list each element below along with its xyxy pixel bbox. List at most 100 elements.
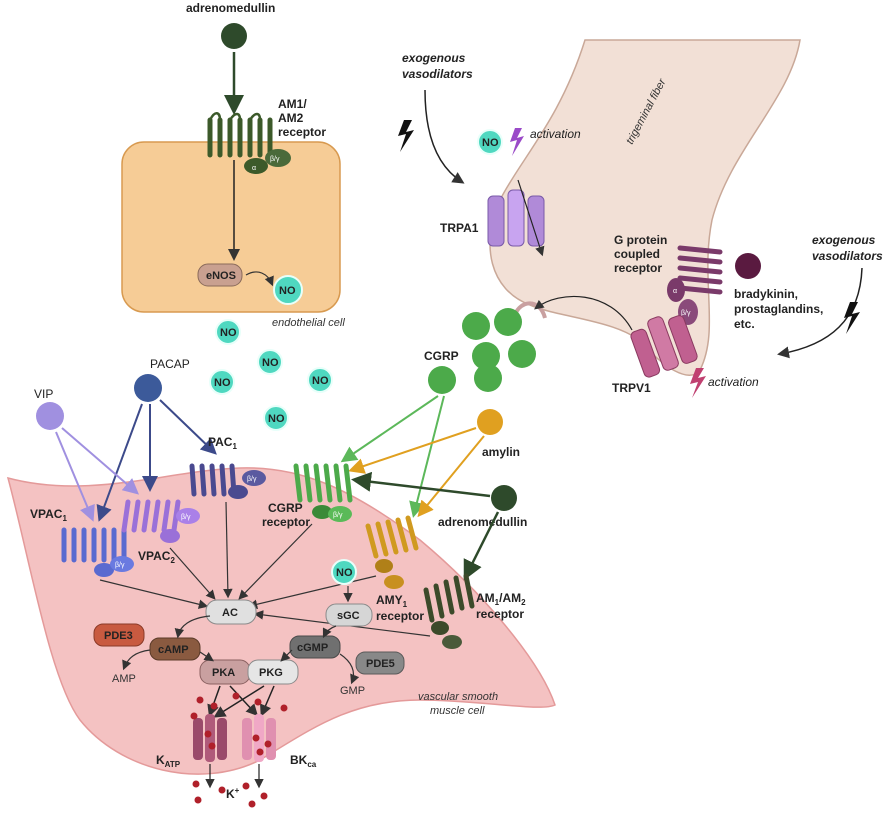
enos-node bbox=[197, 263, 243, 287]
ligands-label-3: etc. bbox=[734, 317, 755, 331]
adrenomedullin-top-label: adrenomedullin bbox=[186, 1, 275, 15]
arrow-cgrp-cgrp-receptor bbox=[340, 395, 439, 463]
g-betagamma-top bbox=[265, 149, 291, 167]
g-betagamma-pac1 bbox=[242, 470, 266, 486]
arrow-vip-vpac2 bbox=[61, 427, 140, 495]
activation-label-1: activation bbox=[530, 127, 581, 141]
amy1-receptor-label: receptor bbox=[376, 609, 424, 623]
no-free-5: NO bbox=[268, 413, 285, 425]
pde3-label: PDE3 bbox=[104, 630, 133, 642]
arrow-enos-to-no bbox=[245, 271, 274, 287]
arrow-ac-camp bbox=[174, 615, 211, 639]
adrenomedullin-top-ball bbox=[221, 23, 247, 49]
am-receptor-label-1: AM1/ bbox=[278, 97, 307, 111]
pde5-node bbox=[355, 651, 405, 675]
arrow-vip-vpac1 bbox=[55, 431, 95, 522]
lightning-icon-1 bbox=[398, 120, 414, 152]
g-betagamma-am-bottom bbox=[442, 635, 462, 649]
vpac1-receptor-icon bbox=[61, 527, 127, 563]
g-betagamma-amy1 bbox=[384, 575, 404, 589]
arrow-cgmp-gmp bbox=[339, 653, 360, 685]
exogenous-vasodilators-1a: exogenous bbox=[402, 51, 466, 65]
bkca-label: BKca bbox=[290, 753, 317, 769]
no-smooth bbox=[331, 559, 357, 585]
g-betagamma-neuron-label: β/γ bbox=[681, 310, 691, 317]
amy1-label: AMY1 bbox=[376, 593, 408, 609]
vip-label: VIP bbox=[34, 387, 53, 401]
ligands-label-1: bradykinin, bbox=[734, 287, 798, 301]
arrow-pacap-vpac1 bbox=[96, 403, 143, 522]
sgc-node bbox=[325, 603, 373, 627]
smooth-muscle-label-2: muscle cell bbox=[430, 705, 485, 717]
no-free-2: NO bbox=[262, 357, 279, 369]
gpcr-label-3: receptor bbox=[614, 261, 662, 275]
exogenous-vasodilators-2b: vasodilators bbox=[812, 249, 883, 263]
no-neuron-label: NO bbox=[482, 137, 499, 149]
cgrp-label: CGRP bbox=[424, 349, 459, 363]
g-alpha-vpac2 bbox=[160, 529, 180, 543]
cgmp-node bbox=[289, 635, 341, 659]
am-receptor-label-3: receptor bbox=[278, 125, 326, 139]
no-free-1: NO bbox=[220, 327, 237, 339]
ligands-label-2: prostaglandins, bbox=[734, 302, 823, 316]
arrow-camp-amp bbox=[122, 649, 151, 671]
smooth-muscle-cell bbox=[6, 467, 556, 775]
arrow-amylin-cgrp-receptor bbox=[348, 427, 477, 474]
arrow-camp-pka bbox=[199, 651, 214, 662]
vip-ball bbox=[36, 402, 64, 430]
g-betagamma-vpac1-label: β/γ bbox=[115, 562, 125, 569]
g-betagamma-vpac2-label: β/γ bbox=[181, 514, 191, 521]
g-alpha-neuron bbox=[667, 278, 685, 302]
trpv1-label: TRPV1 bbox=[612, 381, 651, 395]
g-alpha-top-label: α bbox=[252, 165, 256, 172]
arrows-kinase-to-channels bbox=[207, 685, 275, 718]
no-free-4: NO bbox=[312, 375, 329, 387]
trpa1-label: TRPA1 bbox=[440, 221, 479, 235]
camp-label: cAMP bbox=[158, 644, 189, 656]
am-receptor-bottom-label-2: receptor bbox=[476, 607, 524, 621]
amylin-ball bbox=[477, 409, 503, 435]
no-free-3: NO bbox=[214, 377, 231, 389]
sgc-label: sGC bbox=[337, 610, 360, 622]
g-betagamma-vpac2 bbox=[176, 508, 200, 524]
smooth-muscle-label-1: vascular smooth bbox=[418, 691, 498, 703]
cgrp-receptor-icon bbox=[293, 463, 353, 503]
no-endothelial bbox=[273, 275, 303, 305]
cgrp-receptor-label-1: CGRP bbox=[268, 501, 303, 515]
g-betagamma-top-label: β/γ bbox=[270, 156, 280, 163]
arrow-am-am-receptor bbox=[463, 511, 500, 581]
vpac2-receptor-icon bbox=[121, 499, 181, 533]
potassium-ions bbox=[190, 692, 288, 808]
am-receptor-bottom-icon bbox=[423, 573, 475, 623]
amylin-label: amylin bbox=[482, 445, 520, 459]
gpcr-label-2: coupled bbox=[614, 247, 660, 261]
g-betagamma-cgrp-label: β/γ bbox=[333, 512, 343, 519]
g-alpha-am-bottom bbox=[431, 621, 449, 635]
ac-node bbox=[205, 599, 257, 625]
arrow-sgc-cgmp bbox=[322, 625, 337, 639]
ac-label: AC bbox=[222, 607, 238, 619]
trpv1-channel-icon bbox=[630, 315, 698, 378]
pkg-label: PKG bbox=[259, 667, 283, 679]
g-alpha-top bbox=[244, 158, 268, 174]
cgrp-receptor-label-2: receptor bbox=[262, 515, 310, 529]
pacap-ball bbox=[134, 374, 162, 402]
arrow-exogenous-to-trpv1 bbox=[777, 267, 863, 359]
g-alpha-vpac1 bbox=[94, 563, 114, 577]
no-neuron bbox=[477, 129, 503, 155]
g-betagamma-pac1-label: β/γ bbox=[247, 476, 257, 483]
gpcr-neuron-icon bbox=[677, 245, 723, 295]
arrow-cgrp-amy1 bbox=[409, 395, 445, 518]
pacap-label: PACAP bbox=[150, 357, 190, 371]
adrenomedullin-bottom-label: adrenomedullin bbox=[438, 515, 527, 529]
katp-channel-icon bbox=[193, 714, 227, 762]
arrow-trpv1-to-release bbox=[534, 295, 633, 331]
enos-label: eNOS bbox=[206, 270, 236, 282]
cgmp-label: cGMP bbox=[297, 642, 328, 654]
exogenous-vasodilators-2a: exogenous bbox=[812, 233, 876, 247]
pde3-node bbox=[93, 623, 145, 647]
g-alpha-amy1 bbox=[375, 559, 393, 573]
vpac1-label: VPAC1 bbox=[30, 507, 67, 523]
arrow-amylin-amy1 bbox=[417, 435, 485, 518]
